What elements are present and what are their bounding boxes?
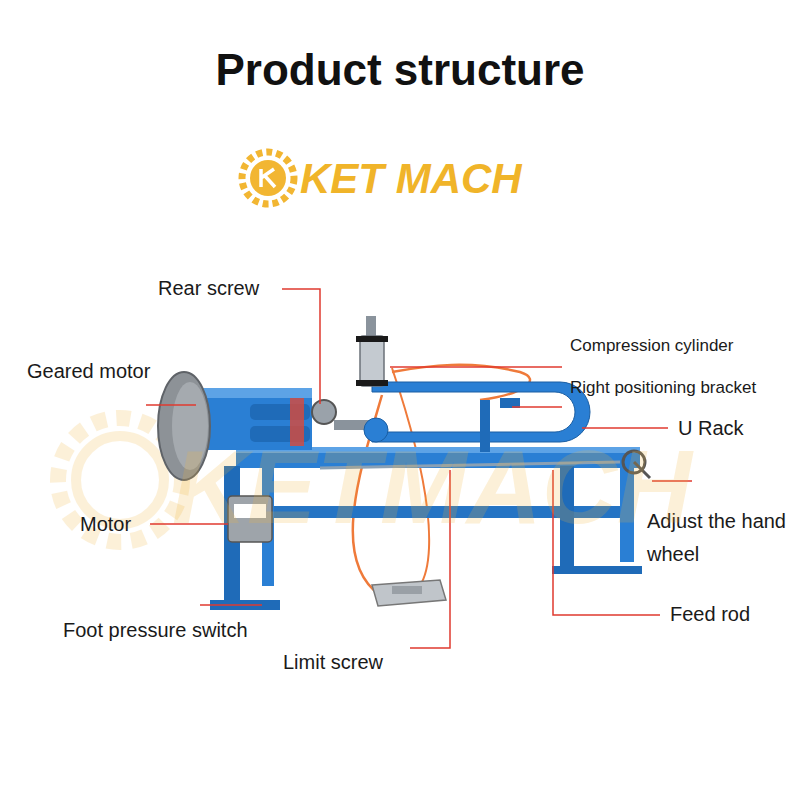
rear-screw-wheel — [312, 400, 336, 424]
part-label: Rear screw — [158, 276, 259, 300]
brand-logo: KET MACH — [300, 154, 522, 204]
cylinder-cap — [356, 336, 388, 342]
foot-pressure-switch — [372, 580, 446, 606]
headstock-top — [200, 388, 312, 398]
part-label: Limit screw — [283, 650, 383, 674]
cylinder-rod — [366, 316, 376, 338]
leader-line — [390, 366, 562, 368]
part-label: Foot pressure switch — [63, 618, 248, 642]
leader-line — [512, 406, 562, 408]
watermark: KETMACH — [172, 425, 692, 550]
logo-mark — [261, 169, 275, 187]
logo-gear-teeth — [242, 152, 294, 204]
leader-line — [582, 427, 668, 429]
part-label: Right positioning bracket — [570, 378, 756, 398]
logo-gear — [242, 152, 294, 204]
watermark-gear-ring — [76, 436, 164, 524]
cylinder-cap — [356, 380, 388, 386]
leader-line — [146, 404, 196, 406]
diagram-title: Product structure — [0, 44, 800, 97]
part-label: Motor — [80, 512, 131, 536]
frame-foot — [552, 566, 642, 574]
leader-line — [200, 604, 262, 606]
logo-gear-body — [250, 160, 286, 196]
foot-pedal — [392, 586, 422, 594]
compression-cylinder-body — [360, 336, 384, 386]
part-label: Geared motor — [27, 359, 150, 383]
leader-line — [282, 289, 320, 404]
part-label: Feed rod — [670, 602, 750, 626]
part-label: Compression cylinder — [570, 336, 733, 356]
